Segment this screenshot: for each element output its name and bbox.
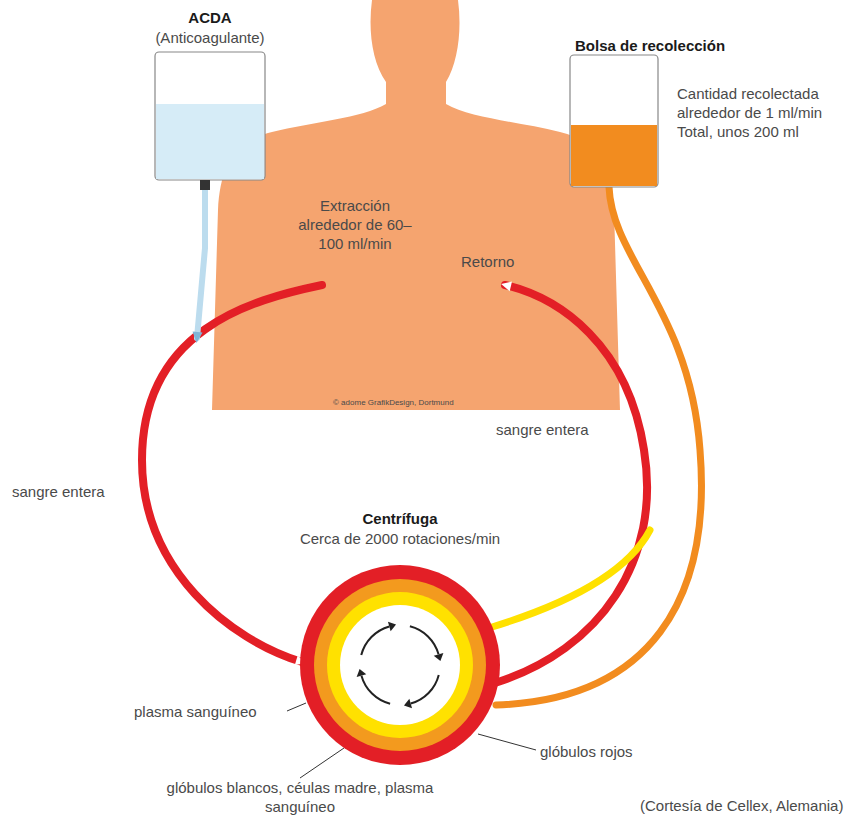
anticoagulant-liquid xyxy=(156,104,264,179)
rotation-arrow xyxy=(361,676,390,704)
rotation-arrowhead xyxy=(434,653,444,661)
callout-label: plasma sanguíneo xyxy=(134,702,284,721)
human-silhouette xyxy=(212,0,620,410)
bag-title: Bolsa de recolección xyxy=(575,36,775,55)
edge-label: sangre entera xyxy=(496,420,606,439)
tube-connector xyxy=(495,285,647,683)
tube-connector xyxy=(496,187,701,705)
centrifuge-core xyxy=(340,605,460,725)
leader-line xyxy=(287,703,306,711)
credit-note: (Cortesía de Cellex, Alemania) xyxy=(640,796,850,815)
human-figure: Extracción alrededor de 60–100 ml/minRet… xyxy=(205,0,630,412)
edge-label: sangre entera xyxy=(12,482,122,501)
tube-connector xyxy=(197,190,205,338)
collection-bag xyxy=(570,55,658,187)
centrifuge: CentrífugaCerca de 2000 rotaciones/min xyxy=(280,505,520,770)
tube-connector xyxy=(142,285,322,662)
bag-subtitle: (Anticoagulante) xyxy=(140,28,280,47)
collected-cells xyxy=(571,125,657,186)
bag: ACDA(Anticoagulante) xyxy=(140,4,280,190)
rotation-arrowhead xyxy=(404,699,412,709)
plasma-ring xyxy=(327,592,473,738)
rotation-arrow xyxy=(411,675,439,704)
bag: Bolsa de recolecciónCantidad recolectada… xyxy=(565,30,850,192)
rotation-arrowhead xyxy=(357,669,367,677)
copyright-note: © adome GrafikDesign, Dortmund xyxy=(333,398,493,408)
red-cell-ring xyxy=(300,565,500,765)
bag-valve xyxy=(200,180,210,190)
anticoagulant-bag xyxy=(155,52,265,180)
white-cell-ring xyxy=(314,579,486,751)
leader-line xyxy=(300,748,344,778)
bag-title: ACDA xyxy=(140,8,280,27)
callout-label: glóbulos blancos, céulas madre, plasma s… xyxy=(160,778,440,816)
tube-connector xyxy=(492,530,650,627)
rotation-arrow xyxy=(410,626,439,654)
bag-description: Cantidad recolectada alrededor de 1 ml/m… xyxy=(677,84,847,141)
centrifuge-speed: Cerca de 2000 rotaciones/min xyxy=(280,529,520,548)
centrifuge-title: Centrífuga xyxy=(280,509,520,528)
rotation-arrowhead xyxy=(388,622,396,632)
callout-label: glóbulos rojos xyxy=(540,742,680,761)
extraction-label: Extracción alrededor de 60–100 ml/min xyxy=(287,196,423,253)
return-label: Retorno xyxy=(461,252,531,271)
rotation-arrow xyxy=(361,626,389,655)
leader-line xyxy=(478,734,536,750)
